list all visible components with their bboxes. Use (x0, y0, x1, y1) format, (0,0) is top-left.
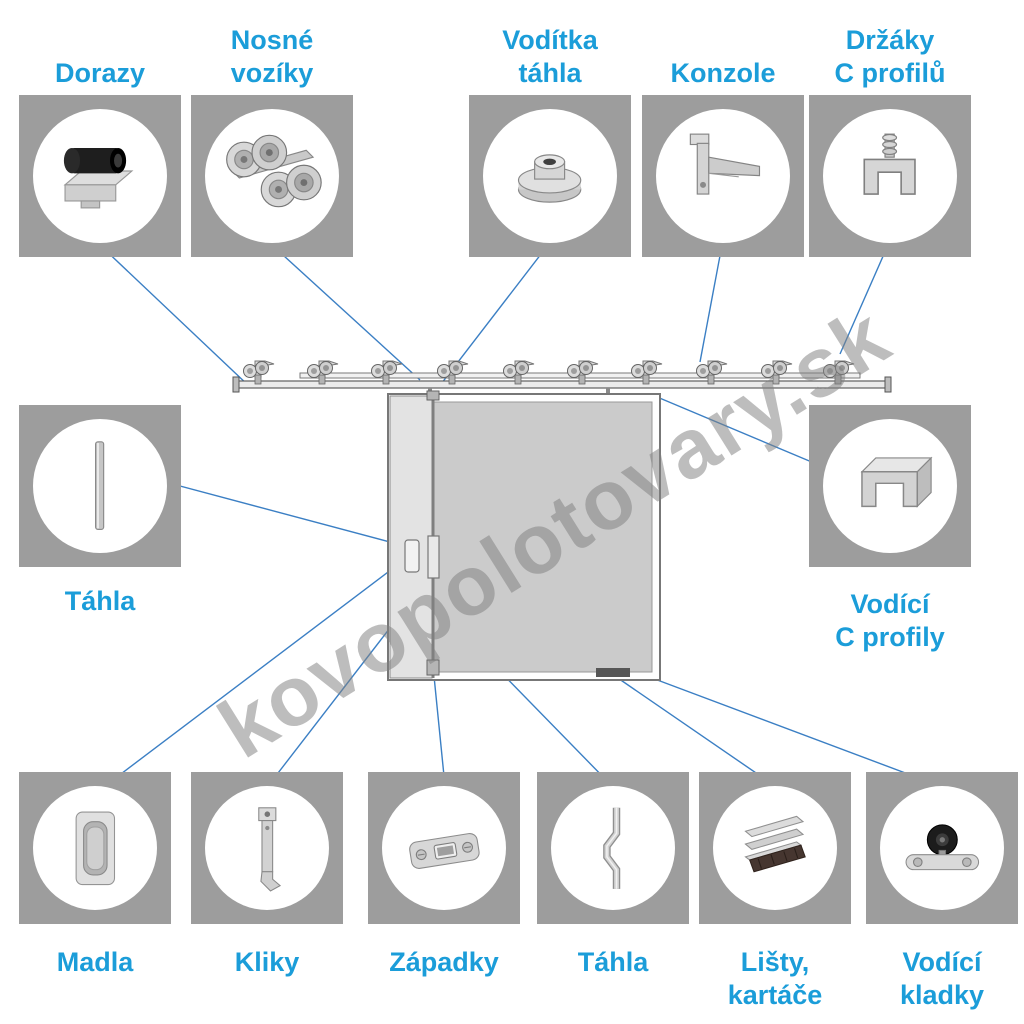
label-madla: Madla (56, 947, 134, 977)
recessed-handle-icon (75, 811, 115, 885)
label-kliky: Kliky (234, 947, 300, 977)
door-panel (387, 388, 661, 681)
tile-zapadky (368, 772, 520, 924)
tile-kliky (191, 772, 343, 924)
guide-roller-icon (905, 824, 979, 870)
label-nosne-voziky: Nosné vozíky (230, 25, 314, 89)
strike-plate-icon (408, 832, 480, 869)
label-voditka-tahla: Vodítka táhla (502, 25, 598, 89)
tile-konzole (642, 95, 804, 257)
tile-circle (205, 786, 329, 910)
label-konzole: Konzole (670, 58, 776, 89)
label-tahla-left: Táhla (64, 586, 136, 616)
tile-vodici-c-profily (809, 405, 971, 567)
wall-bracket-icon (690, 133, 761, 196)
tile-madla (19, 772, 171, 924)
tile-circle (483, 109, 617, 243)
tile-circle (205, 109, 339, 243)
label-vodici-kladky: Vodící kladky (899, 947, 985, 1010)
tile-tahla-left (19, 405, 181, 567)
track-rail (232, 372, 892, 393)
label-listy-kartace: Lišty, kartáče (727, 947, 823, 1010)
bent-rod-icon (602, 807, 620, 889)
tile-circle (656, 109, 790, 243)
tile-circle (823, 109, 957, 243)
tile-vodici-kladky (866, 772, 1018, 924)
label-zapadky: Západky (389, 947, 499, 977)
tile-circle (33, 419, 167, 553)
c-profile-rail-icon (860, 456, 933, 509)
latch-handle-icon (257, 806, 281, 892)
tile-tahla-bottom (537, 772, 689, 924)
tile-dorazy (19, 95, 181, 257)
tile-circle (713, 786, 837, 910)
brush-strip-icon (743, 815, 806, 873)
c-profile-holder-icon (863, 133, 917, 196)
trolley-rollers-icon (226, 135, 323, 208)
rod-guide-icon (518, 154, 582, 204)
label-vodici-c-profily: Vodící C profily (835, 589, 945, 652)
straight-rod-icon (95, 441, 105, 531)
label-drzaky-c-profilu: Držáky C profilů (834, 25, 946, 89)
tile-drzaky-c-profilu (809, 95, 971, 257)
tile-voditka-tahla (469, 95, 631, 257)
tile-circle (823, 419, 957, 553)
tile-nosne-voziky (191, 95, 353, 257)
tile-circle (382, 786, 506, 910)
door-stop-icon (63, 148, 134, 209)
tile-circle (33, 786, 157, 910)
label-dorazy: Dorazy (54, 58, 146, 89)
tile-listy-kartace (699, 772, 851, 924)
tile-circle (33, 109, 167, 243)
tile-circle (880, 786, 1004, 910)
tile-circle (551, 786, 675, 910)
label-tahla-bottom: Táhla (577, 947, 649, 977)
connector-lines (99, 244, 941, 787)
